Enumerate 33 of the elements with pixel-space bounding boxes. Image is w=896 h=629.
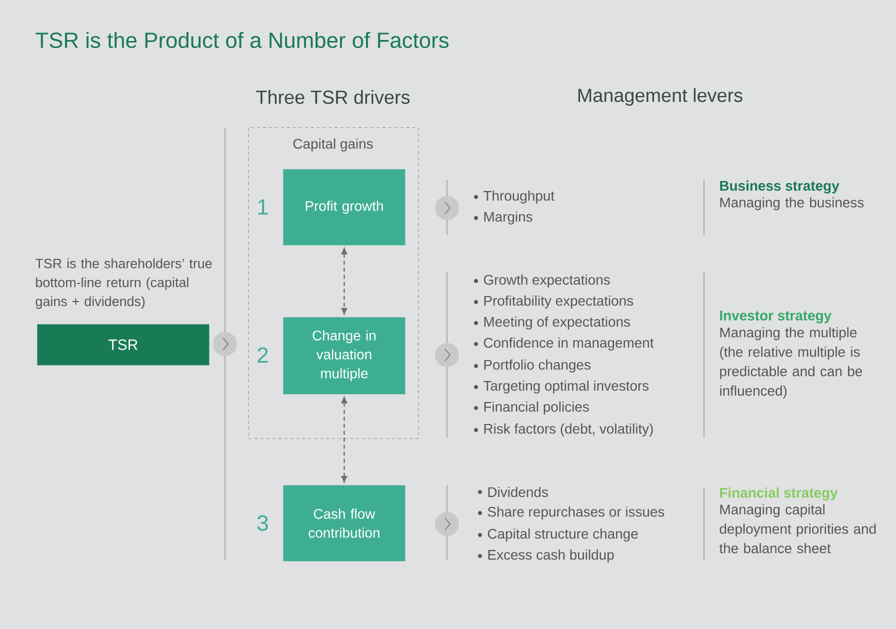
bullet-item: Financial policies (474, 402, 589, 414)
bullet-item: Meeting of expectations (474, 316, 630, 330)
dashed-arrow (341, 396, 348, 482)
bullet-item: Confidence in management (474, 338, 654, 350)
bullet-item: Targeting optimal investors (474, 380, 649, 394)
title: TSR is the Product of a Number of Factors (36, 32, 449, 48)
step-number: 2 (258, 347, 268, 363)
bullet-item: Margins (474, 212, 532, 224)
column-heading: Management levers (578, 88, 742, 106)
bullet-item: Dividends (478, 486, 548, 498)
column-heading: Three TSR drivers (256, 90, 410, 104)
strategy-description: Managing capital deployment priorities and the balance sheet (719, 504, 876, 554)
bullet-item: Share repurchases or issues (478, 506, 664, 520)
driver-box: Cash flow contribution (283, 485, 406, 562)
strategy-description: Managing the multiple (the relative multiple is predictable and can be influenced) (720, 327, 862, 398)
driver-box: Profit growth (283, 169, 406, 246)
bullet-item: Growth expectations (474, 274, 610, 288)
strategy-description: Managing the business (720, 197, 864, 210)
step-number: 1 (258, 199, 268, 215)
bullet-item: Portfolio changes (474, 360, 590, 372)
strategy-heading: Investor strategy (720, 310, 832, 324)
bullet-item: Capital structure change (478, 528, 638, 542)
strategy-heading: Financial strategy (720, 487, 838, 501)
bullet-item: Excess cash buildup (478, 550, 614, 562)
bullet-item: Throughput (474, 190, 554, 204)
step-number: 3 (257, 515, 268, 531)
tsr-box: TSR (37, 324, 210, 366)
driver-box: Change in valuation multiple (283, 317, 406, 394)
bullet-item: Risk factors (debt, volatility) (474, 424, 653, 436)
caption-text: TSR is the shareholders’ true bottom-line return (capital gains + dividends) (36, 258, 212, 309)
dashed-arrow (341, 248, 348, 314)
bullet-item: Profitability expectations (474, 296, 634, 308)
strategy-heading: Business strategy (720, 180, 840, 194)
